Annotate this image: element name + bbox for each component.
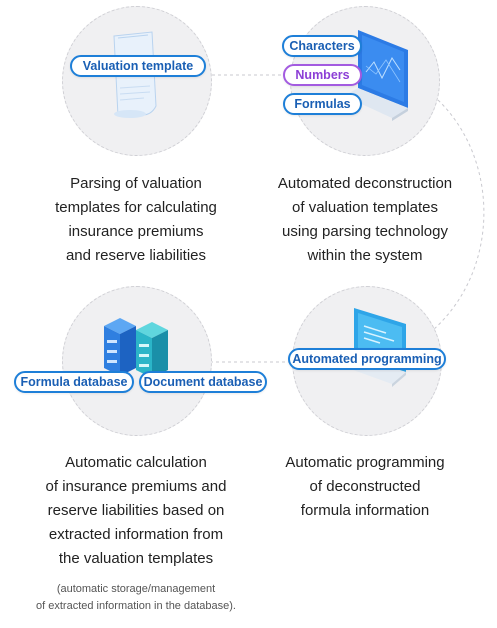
caption-line: Parsing of valuation — [70, 175, 202, 192]
caption-line: within the system — [307, 247, 423, 264]
caption-line: insurance premiums — [68, 223, 204, 240]
tag-numbers: Numbers — [283, 64, 362, 86]
laptop-chart-icon — [344, 30, 408, 121]
note-line: (automatic storage/management — [56, 583, 216, 595]
step3-caption: Automatic calculation of insurance premi… — [18, 451, 254, 571]
caption-line: of insurance premiums and — [45, 478, 227, 495]
tag-formula-database: Formula database — [14, 371, 134, 393]
caption-line: extracted information from — [48, 526, 224, 543]
caption-line: templates for calculating — [55, 199, 217, 216]
tag-automated-programming: Automated programming — [288, 348, 446, 370]
caption-line: formula information — [300, 502, 430, 519]
caption-line: the valuation templates — [58, 550, 214, 567]
caption-line: Automatic programming — [285, 454, 445, 471]
tag-document-database: Document database — [139, 371, 267, 393]
caption-line: Automatic calculation — [65, 454, 207, 471]
caption-line: Automated deconstruction — [277, 175, 453, 192]
tag-formulas: Formulas — [283, 93, 362, 115]
step3-note: (automatic storage/management of extract… — [18, 581, 254, 615]
step4-caption: Automatic programming of deconstructed f… — [255, 451, 475, 523]
laptop-code-icon — [342, 308, 406, 387]
caption-line: of deconstructed — [309, 478, 421, 495]
caption-line: reserve liabilities based on — [47, 502, 225, 519]
step1-caption: Parsing of valuation templates for calcu… — [26, 172, 246, 268]
tag-valuation-template: Valuation template — [70, 55, 206, 77]
caption-line: and reserve liabilities — [65, 247, 207, 264]
note-line: of extracted information in the database… — [36, 600, 236, 612]
database-servers-icon — [104, 318, 168, 378]
tag-characters: Characters — [282, 35, 362, 57]
caption-line: of valuation templates — [292, 199, 438, 216]
caption-line: using parsing technology — [282, 223, 448, 240]
step2-caption: Automated deconstruction of valuation te… — [255, 172, 475, 268]
